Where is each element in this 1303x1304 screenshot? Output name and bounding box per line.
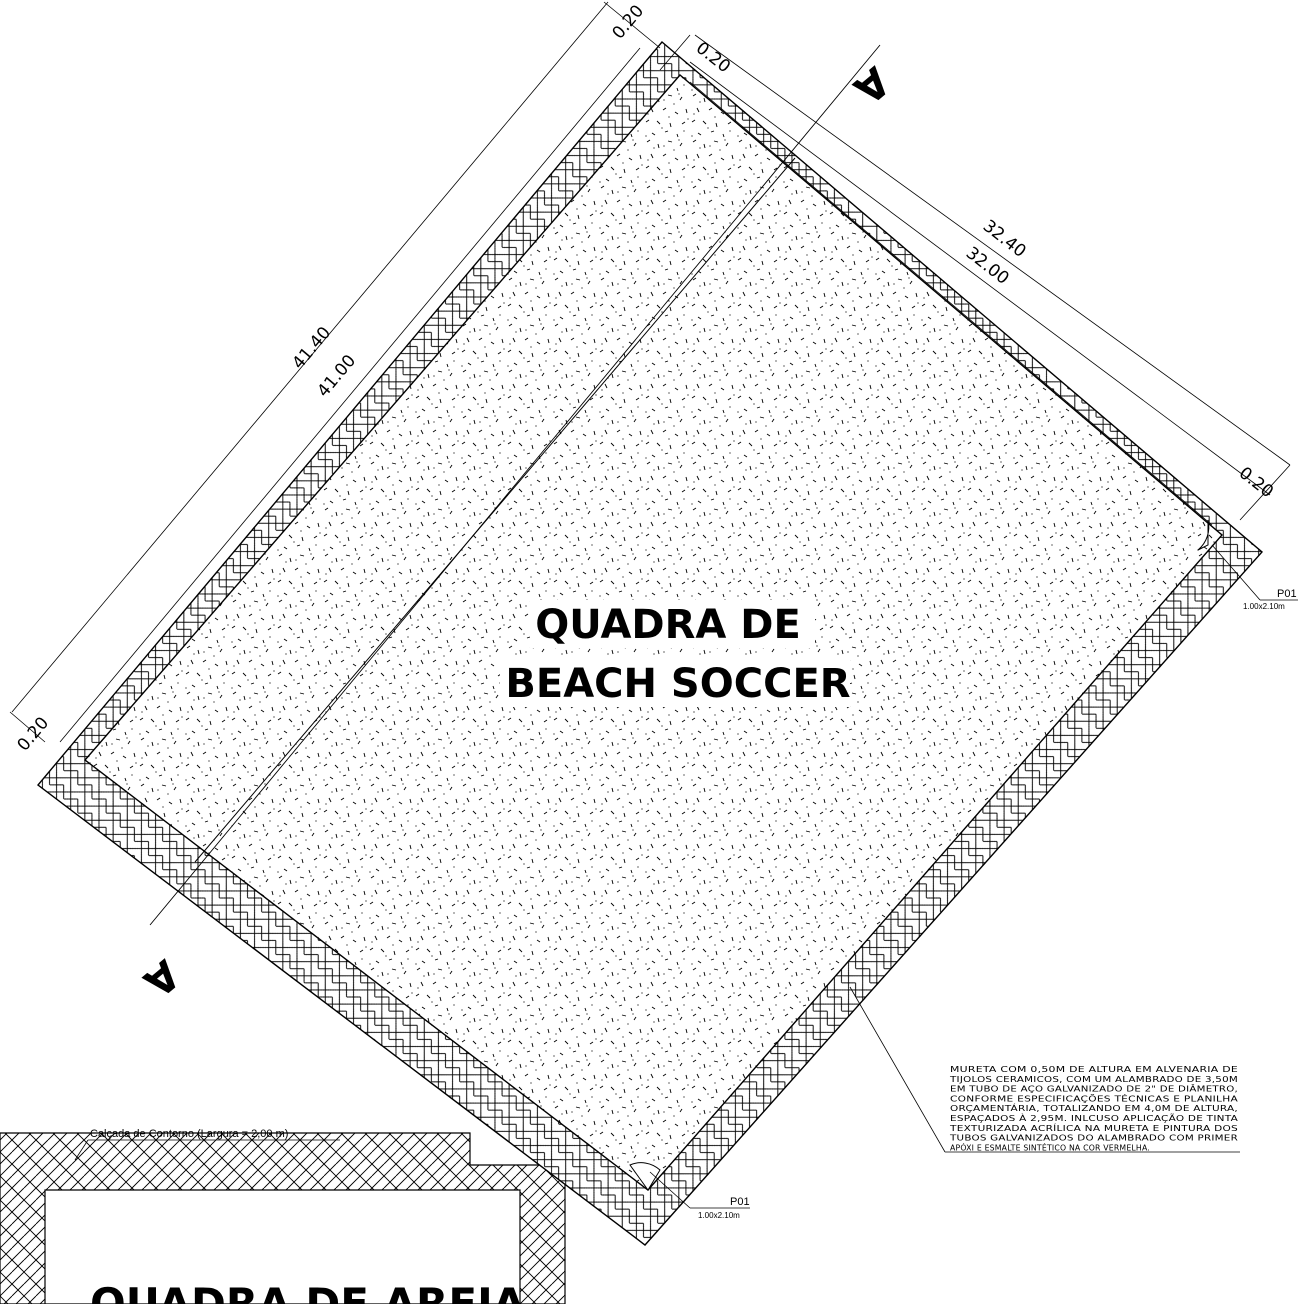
section-mark-bottom: A bbox=[135, 950, 188, 1005]
wall-note-line: APÓXI E ESMALTE SINTÉTICO NA COR VERMELH… bbox=[950, 1141, 1150, 1152]
wall-note-line: TEXTURIZADA ACRÍLICA NA MURETA E PINTURA… bbox=[949, 1122, 1238, 1133]
wall-note-line: MURETA COM 0,50M DE ALTURA EM ALVENARIA … bbox=[950, 1065, 1238, 1074]
court-title-line2: BEACH SOCCER bbox=[505, 661, 850, 707]
door-right-code: P01 bbox=[1277, 588, 1297, 600]
beach-soccer-court: QUADRA DE BEACH SOCCER bbox=[36, 41, 1263, 1246]
wall-note-line: TIJOLOS CERAMICOS, COM UM ALAMBRADO DE 3… bbox=[949, 1075, 1238, 1084]
dim-wall-top-right: 0.20 bbox=[692, 38, 734, 77]
wall-note-line: TUBOS GALVANIZADOS DO ALAMBRADO COM PRIM… bbox=[949, 1134, 1239, 1143]
secondary-court-title: QUADRA DE AREIA bbox=[90, 1279, 526, 1304]
dim-outer-length: 41.40 bbox=[289, 323, 336, 373]
door-right-swing bbox=[1197, 519, 1210, 551]
dim-inner-length: 41.00 bbox=[314, 351, 361, 401]
door-right-size: 1.00x2.10m bbox=[1243, 602, 1285, 611]
wall-note-line: ESPAÇADOS À 2,95M. INLCUSO APLICAÇÃO DE … bbox=[950, 1112, 1238, 1123]
door-bottom-size: 1.00x2.10m bbox=[698, 1211, 740, 1220]
dimension-lines bbox=[9, 1, 1291, 743]
section-mark-top: A bbox=[845, 57, 898, 112]
wall-note-line: ORÇAMENTÁRIA, TOTALIZANDO EM 4,0M DE ALT… bbox=[950, 1102, 1238, 1113]
door-right-label: P01 1.00x2.10m bbox=[1211, 544, 1298, 611]
court-title-line1: QUADRA DE bbox=[535, 602, 801, 648]
sidewalk-label: Calçada de Contorno (Largura = 2,00 m) bbox=[90, 1128, 288, 1140]
wall-note-line: CONFORME ESPECIFICAÇÕES TÉCNICAS E PLANI… bbox=[950, 1092, 1238, 1103]
wall-note-line: EM TUBO DE AÇO GALVANIZADO DE 2" DE DIÂM… bbox=[950, 1083, 1238, 1094]
secondary-court-sand-area bbox=[44, 1189, 521, 1304]
dim-wall-right: 0.20 bbox=[1235, 463, 1277, 502]
door-bottom-label: P01 1.00x2.10m bbox=[649, 1171, 750, 1220]
court-center-line bbox=[194, 157, 796, 863]
secondary-court: QUADRA DE AREIA Calçada de Contorno (Lar… bbox=[0, 1128, 566, 1304]
wall-note: MURETA COM 0,50M DE ALTURA EM ALVENARIA … bbox=[849, 986, 1240, 1152]
section-line bbox=[149, 44, 881, 926]
door-bottom-swing bbox=[629, 1162, 661, 1191]
dim-wall-top-left: 0.20 bbox=[609, 1, 649, 43]
door-bottom-code: P01 bbox=[730, 1196, 750, 1208]
